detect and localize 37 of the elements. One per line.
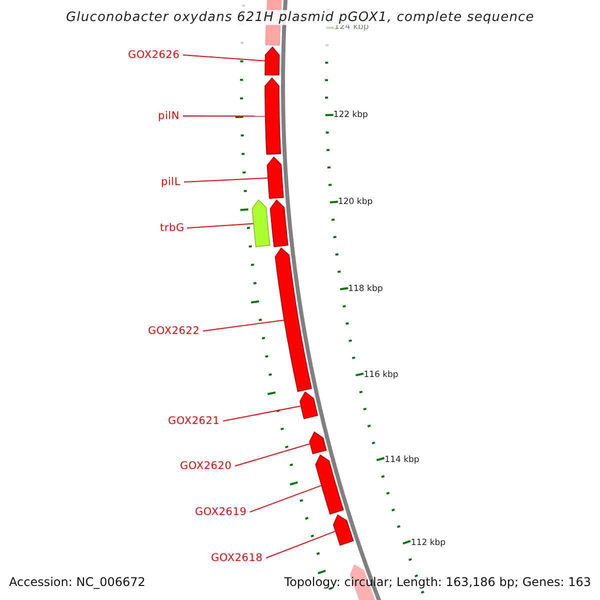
gene-label: trbG — [160, 222, 184, 233]
scale-label: 118 kbp — [348, 284, 383, 294]
gene-feature — [315, 454, 344, 515]
leader-line — [266, 530, 336, 558]
gene-label: GOX2618 — [211, 552, 263, 563]
leader-line — [202, 320, 285, 332]
leader-line — [182, 54, 266, 62]
gene-feature — [270, 199, 288, 248]
gene-feature — [264, 46, 280, 76]
gene-label: pilL — [161, 176, 181, 187]
leader-line — [234, 443, 311, 466]
gene-label: GOX2626 — [128, 50, 180, 60]
scale-label: 122 kbp — [333, 110, 368, 120]
gene-feature — [252, 199, 270, 248]
gene-feature — [332, 514, 354, 546]
gene-feature — [300, 391, 318, 420]
gene-label: GOX2621 — [168, 416, 220, 426]
scale-label: 120 kbp — [338, 198, 373, 206]
leader-line — [250, 484, 322, 512]
scale-label: 116 kbp — [364, 370, 398, 380]
gene-feature — [264, 77, 282, 155]
leader-line — [186, 223, 254, 228]
leader-line — [222, 406, 302, 422]
topology-text: Topology: circular; Length: 163,186 bp; Genes: 163 — [284, 576, 591, 588]
scale-label: 112 kbp — [410, 539, 446, 548]
gene-label: GOX2620 — [180, 460, 232, 471]
gene-feature — [274, 247, 312, 392]
leader-line — [184, 177, 268, 182]
gene-feature — [266, 156, 284, 199]
accession-text: Accession: NC_006672 — [9, 576, 146, 588]
leader-line — [182, 116, 266, 117]
gene-label: pilN — [158, 110, 180, 121]
scale-label: 114 kbp — [384, 456, 420, 464]
gene-feature — [309, 431, 327, 454]
gene-label: GOX2622 — [148, 326, 200, 336]
gene-label: GOX2619 — [195, 506, 247, 517]
scale-label: 124 kbp — [334, 23, 369, 32]
